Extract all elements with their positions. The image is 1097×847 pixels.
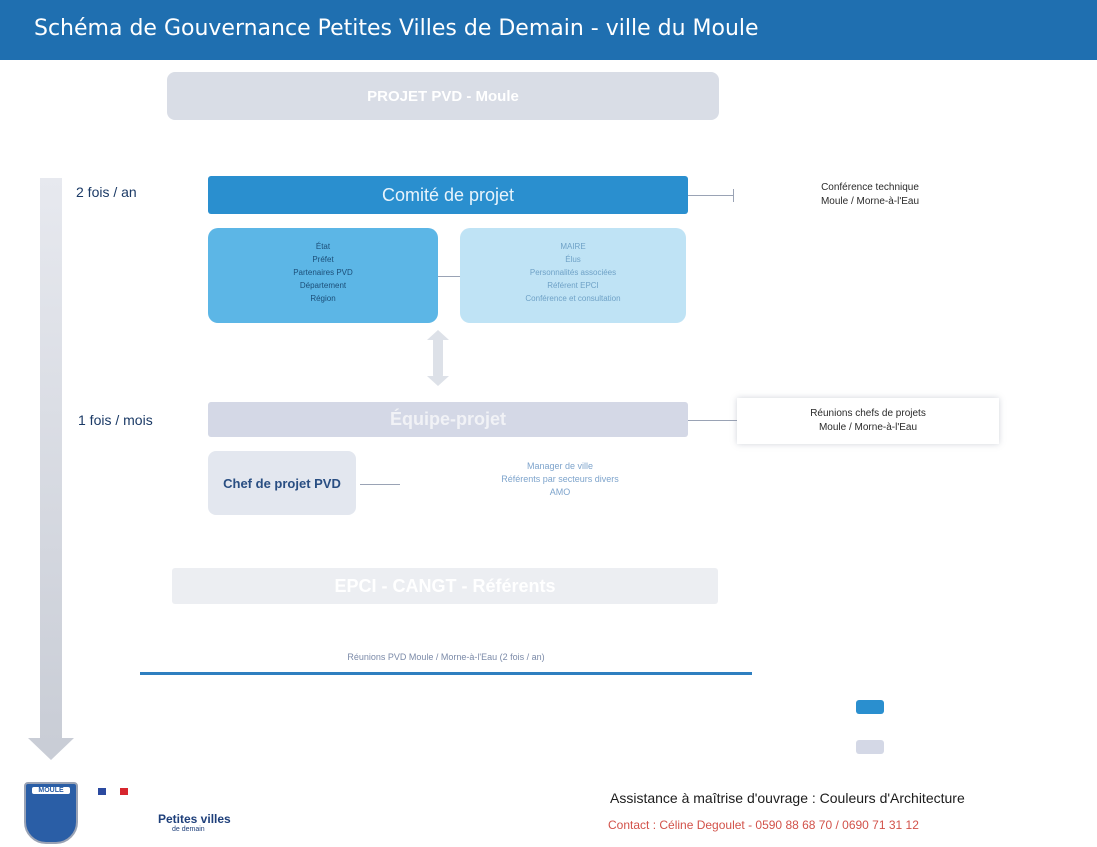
reunions-chefs-box: Réunions chefs de projets Moule / Morne-… (737, 398, 999, 444)
equipe-connector (688, 420, 737, 421)
footer-contact: Contact : Céline Degoulet - 0590 88 68 7… (608, 818, 919, 832)
municipal-item: MAIRE (560, 242, 586, 251)
manager-item: Manager de ville (526, 461, 594, 471)
timeline-arrow-head-icon (28, 738, 74, 760)
municipal-item: Référent EPCI (547, 281, 599, 290)
republique-flag-red (120, 788, 128, 795)
equipe-projet-box: Équipe-projet (208, 402, 688, 437)
chef-connector (360, 484, 400, 485)
comite-connector-tick (733, 189, 734, 202)
reunions-pvd-text: Réunions PVD Moule / Morne-à-l'Eau (2 fo… (347, 652, 545, 662)
timeline-arrow-shaft (40, 178, 62, 744)
double-arrow-shaft (433, 336, 443, 378)
republique-flag-blue (98, 788, 106, 795)
manager-item: Référents par secteurs divers (501, 474, 619, 484)
partners-panel: État Préfet Partenaires PVD Département … (208, 228, 438, 323)
epci-box: EPCI - CANGT - Référents (172, 568, 718, 604)
moule-crest-logo: MOULE (24, 782, 78, 844)
page-title: Schéma de Gouvernance Petites Villes de … (34, 16, 759, 41)
managers-list: Manager de ville Référents par secteurs … (440, 460, 680, 499)
footer-amo: Assistance à maîtrise d'ouvrage : Couleu… (610, 790, 965, 806)
chef-de-projet-box: Chef de projet PVD (208, 451, 356, 515)
partner-item: État (315, 242, 331, 251)
double-arrow-down-icon (427, 376, 449, 386)
reunions-line-2: Moule / Morne-à-l'Eau (818, 422, 918, 433)
projet-pvd-box: PROJET PVD - Moule (167, 72, 719, 120)
bottom-divider (140, 672, 752, 675)
comite-de-projet-box: Comité de projet (208, 176, 688, 214)
conference-line-2: Moule / Morne-à-l'Eau (820, 196, 920, 207)
title-bar (0, 0, 1097, 60)
municipal-item: Élus (565, 255, 581, 264)
municipal-item: Personnalités associées (529, 268, 617, 277)
partner-item: Région (310, 294, 336, 303)
manager-item: AMO (549, 487, 571, 497)
reunions-line-1: Réunions chefs de projets (810, 408, 926, 419)
municipal-item: Conférence et consultation (525, 294, 621, 303)
conference-technique-text: Conférence technique Moule / Morne-à-l'E… (745, 181, 995, 209)
legend-swatch-equipe (856, 740, 884, 754)
moule-crest-label: MOULE (32, 787, 70, 794)
frequency-equipe: 1 fois / mois (78, 412, 153, 428)
panels-connector (438, 276, 460, 277)
comite-connector (688, 195, 734, 196)
petites-villes-logo: Petites villes (158, 812, 231, 826)
double-arrow-up-icon (427, 330, 449, 340)
partner-item: Préfet (312, 255, 334, 264)
conference-line-1: Conférence technique (821, 182, 919, 193)
legend-swatch-comite (856, 700, 884, 714)
petites-villes-sub: de demain (172, 826, 205, 833)
partner-item: Partenaires PVD (293, 268, 353, 277)
partner-item: Département (299, 281, 347, 290)
municipal-panel: MAIRE Élus Personnalités associées Référ… (460, 228, 686, 323)
frequency-comite: 2 fois / an (76, 184, 137, 200)
